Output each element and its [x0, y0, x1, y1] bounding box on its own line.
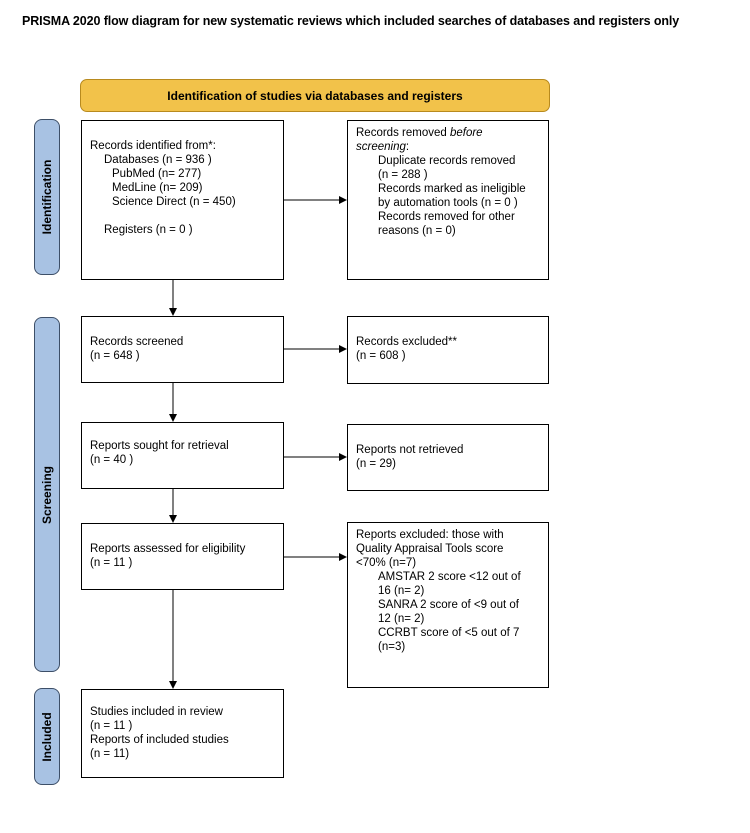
records-removed-heading-suffix: :: [405, 141, 410, 153]
records-removed-heading-line2: screening:: [356, 140, 540, 154]
records-removed-heading: Records removed before: [356, 126, 540, 140]
reports-sought-line1: Reports sought for retrieval: [90, 440, 229, 452]
reports-excluded-line2: Quality Appraisal Tools score: [356, 543, 504, 555]
reports-not-retrieved-line2: (n = 29): [356, 458, 396, 470]
registers-count: Registers (n = 0 ): [104, 224, 193, 236]
reports-not-retrieved-box: Reports not retrieved (n = 29): [347, 424, 549, 491]
identification-banner-label: Identification of studies via databases …: [167, 88, 463, 103]
records-excluded-line1: Records excluded**: [356, 336, 458, 348]
studies-included-box: Studies included in review (n = 11 ) Rep…: [81, 689, 284, 778]
records-screened-line2: (n = 648 ): [90, 350, 140, 362]
identification-banner: Identification of studies via databases …: [80, 79, 550, 112]
sanra-line1: SANRA 2 score of <9 out of: [378, 599, 519, 611]
phase-included: Included: [34, 688, 60, 785]
medline-count: MedLine (n= 209): [112, 182, 203, 194]
records-identified-box: Records identified from*: Databases (n =…: [81, 120, 284, 280]
records-identified-heading: Records identified from*:: [90, 140, 216, 152]
reports-excluded-box: Reports excluded: those with Quality App…: [347, 522, 549, 688]
reports-excluded-line3: <70% (n=7): [356, 557, 417, 569]
studies-included-line1: Studies included in review: [90, 706, 223, 718]
duplicates-removed-line1: Duplicate records removed: [378, 155, 516, 167]
reports-assessed-box: Reports assessed for eligibility (n = 11…: [81, 523, 284, 590]
records-removed-heading-emphasis-2: screening: [356, 141, 406, 153]
reports-included-line1: Reports of included studies: [90, 734, 229, 746]
phase-screening: Screening: [34, 317, 60, 672]
ineligible-line1: Records marked as ineligible: [378, 183, 526, 195]
records-removed-heading-prefix: Records removed: [356, 127, 450, 139]
records-removed-box: Records removed before screening: Duplic…: [347, 120, 549, 280]
reports-assessed-line2: (n = 11 ): [90, 557, 133, 569]
reports-assessed-line1: Reports assessed for eligibility: [90, 543, 246, 555]
diagram-title: PRISMA 2020 flow diagram for new systema…: [22, 14, 680, 28]
reports-sought-box: Reports sought for retrieval (n = 40 ): [81, 422, 284, 489]
reports-sought-line2: (n = 40 ): [90, 454, 134, 466]
reports-not-retrieved-line1: Reports not retrieved: [356, 444, 464, 456]
pubmed-count: PubMed (n= 277): [112, 168, 202, 180]
records-screened-line1: Records screened: [90, 336, 184, 348]
sanra-line2: 12 (n= 2): [378, 613, 425, 625]
science-direct-count: Science Direct (n = 450): [112, 196, 236, 208]
amstar-line1: AMSTAR 2 score <12 out of: [378, 571, 521, 583]
ineligible-line2: by automation tools (n = 0 ): [378, 197, 518, 209]
ccrbt-line1: CCRBT score of <5 out of 7: [378, 627, 520, 639]
studies-included-line2: (n = 11 ): [90, 720, 133, 732]
ccrbt-line2: (n=3): [378, 641, 406, 653]
reports-included-line2: (n = 11): [90, 748, 130, 760]
phase-identification: Identification: [34, 119, 60, 275]
records-excluded-box: Records excluded** (n = 608 ): [347, 316, 549, 384]
duplicates-removed-line2: (n = 288 ): [378, 169, 428, 181]
amstar-line2: 16 (n= 2): [378, 585, 425, 597]
reports-excluded-line1: Reports excluded: those with: [356, 529, 504, 541]
records-screened-box: Records screened (n = 648 ): [81, 316, 284, 383]
records-excluded-line2: (n = 608 ): [356, 350, 406, 362]
other-removed-line2: reasons (n = 0): [378, 225, 456, 237]
other-removed-line1: Records removed for other: [378, 211, 515, 223]
databases-count: Databases (n = 936 ): [104, 154, 212, 166]
records-removed-heading-emphasis: before: [449, 127, 483, 139]
